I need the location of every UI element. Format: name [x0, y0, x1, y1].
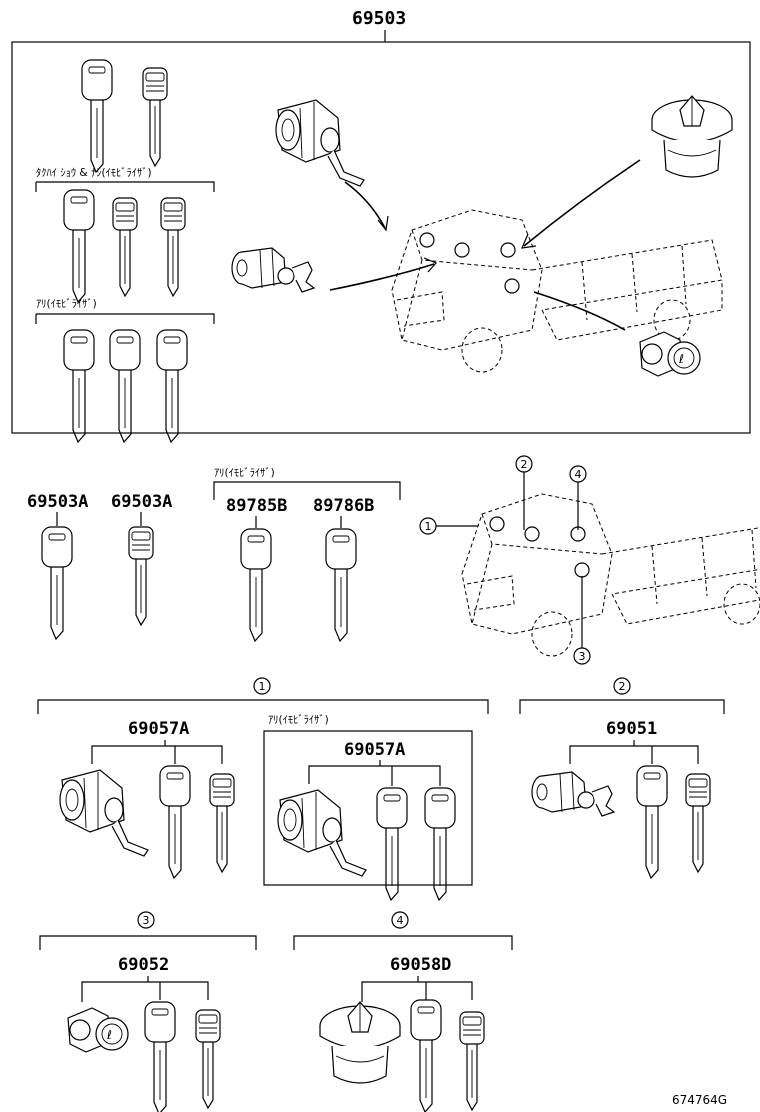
- group-2-part: 69051: [606, 719, 657, 739]
- key-icon: [41, 526, 73, 640]
- callout-3: 3: [579, 650, 586, 663]
- part-89786B: 89786B: [313, 496, 374, 516]
- key-icon: [424, 787, 456, 901]
- key-icon: [144, 1001, 176, 1112]
- callout-1: 1: [425, 520, 432, 533]
- group-4-index: 4: [397, 914, 404, 927]
- fuel-cap-icon: [651, 95, 733, 178]
- key-icon: [376, 787, 408, 901]
- top-group-frame: [11, 41, 751, 434]
- key-icon: [63, 329, 95, 443]
- ignition-lock-cylinder-icon: [231, 247, 315, 293]
- key-icon: [142, 67, 168, 167]
- callout-4: 4: [575, 468, 582, 481]
- group-3-index: 3: [143, 914, 150, 927]
- key-icon: [128, 526, 154, 626]
- key-icon: [195, 1009, 221, 1109]
- door-lock-cylinder-icon: [277, 789, 367, 877]
- top-label-2: ｱﾘ(ｲﾓﾋﾞﾗｲｻﾞ): [36, 298, 97, 310]
- top-label-1: ﾀｸﾊｲ ｼｮｳ & ﾅｼ(ｲﾓﾋﾞﾗｲｻﾞ): [36, 167, 152, 179]
- part-69503A-1: 69503A: [27, 492, 88, 512]
- callout-2: 2: [521, 458, 528, 471]
- group-1-part: 69057A: [128, 719, 189, 739]
- key-icon: [109, 329, 141, 443]
- part-69503A-2: 69503A: [111, 492, 172, 512]
- key-icon: [112, 197, 138, 297]
- keys-row-label: ｱﾘ(ｲﾓﾋﾞﾗｲｻﾞ): [214, 467, 275, 479]
- rear-lock-cylinder-icon: [639, 331, 701, 377]
- group-1-boxed-part: 69057A: [344, 740, 405, 760]
- key-icon: [685, 773, 711, 873]
- group-1-index: 1: [259, 680, 266, 693]
- part-89785B: 89785B: [226, 496, 287, 516]
- key-icon: [459, 1011, 485, 1111]
- top-part-number: 69503: [352, 8, 406, 29]
- key-icon: [325, 528, 357, 642]
- key-icon: [209, 773, 235, 873]
- key-icon: [160, 197, 186, 297]
- fuel-cap-icon: [319, 1001, 401, 1084]
- door-lock-cylinder-icon: [275, 99, 365, 187]
- key-icon: [240, 528, 272, 642]
- group-3-part: 69052: [118, 955, 169, 975]
- ignition-lock-cylinder-icon: [531, 771, 615, 817]
- key-icon: [156, 329, 188, 443]
- group-2-index: 2: [619, 680, 626, 693]
- group-1-boxed-label: ｱﾘ(ｲﾓﾋﾞﾗｲｻﾞ): [268, 714, 329, 726]
- group-1-boxed-frame: [263, 730, 473, 886]
- key-icon: [159, 765, 191, 879]
- figure-code: 674764G: [672, 1093, 727, 1107]
- rear-lock-cylinder-icon: [67, 1007, 129, 1053]
- door-lock-cylinder-icon: [59, 769, 149, 857]
- key-icon: [410, 999, 442, 1112]
- truck-illustration-callouts: [461, 493, 760, 657]
- key-icon: [63, 189, 95, 303]
- group-4-part: 69058D: [390, 955, 451, 975]
- key-icon: [81, 59, 113, 173]
- key-icon: [636, 765, 668, 879]
